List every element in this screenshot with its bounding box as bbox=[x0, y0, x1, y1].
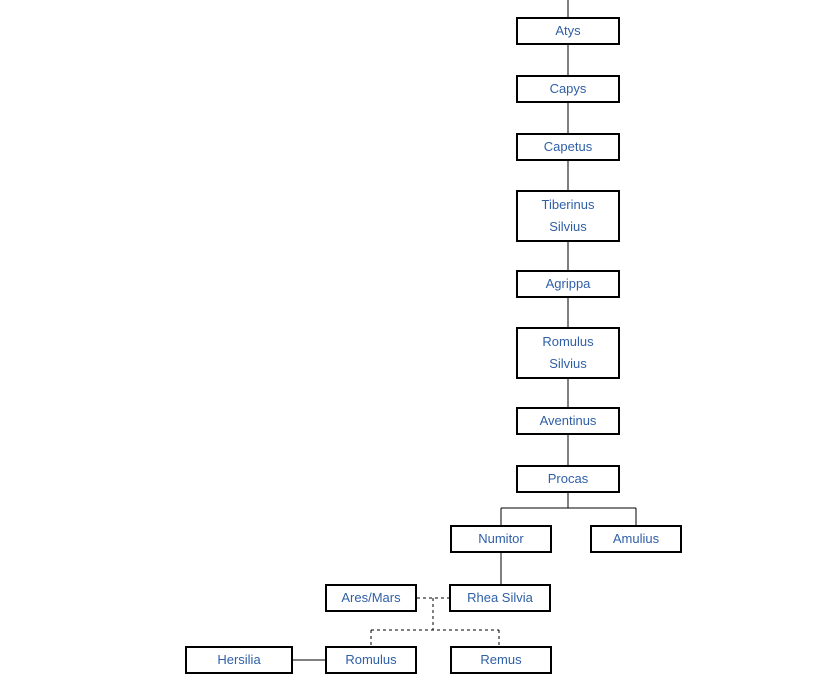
node-atys-label[interactable]: Atys bbox=[555, 23, 581, 38]
node-aventinus-label[interactable]: Aventinus bbox=[539, 413, 597, 428]
node-aventinus[interactable]: Aventinus bbox=[516, 407, 620, 435]
node-tiberinus-silvius[interactable]: Tiberinus Silvius bbox=[516, 190, 620, 242]
node-hersilia-label[interactable]: Hersilia bbox=[217, 652, 261, 667]
node-ares-mars[interactable]: Ares/Mars bbox=[325, 584, 417, 612]
node-capys[interactable]: Capys bbox=[516, 75, 620, 103]
node-hersilia[interactable]: Hersilia bbox=[185, 646, 293, 674]
node-romulus-silvius-label[interactable]: Romulus Silvius bbox=[542, 334, 594, 371]
node-amulius[interactable]: Amulius bbox=[590, 525, 682, 553]
node-romulus-silvius[interactable]: Romulus Silvius bbox=[516, 327, 620, 379]
node-numitor[interactable]: Numitor bbox=[450, 525, 552, 553]
node-remus[interactable]: Remus bbox=[450, 646, 552, 674]
node-amulius-label[interactable]: Amulius bbox=[612, 531, 660, 546]
node-remus-label[interactable]: Remus bbox=[480, 652, 522, 667]
node-rhea-silvia[interactable]: Rhea Silvia bbox=[449, 584, 551, 612]
node-romulus-label[interactable]: Romulus bbox=[345, 652, 397, 667]
node-rhea-silvia-label[interactable]: Rhea Silvia bbox=[467, 590, 533, 605]
node-capetus-label[interactable]: Capetus bbox=[543, 139, 593, 154]
node-agrippa[interactable]: Agrippa bbox=[516, 270, 620, 298]
node-ares-mars-label[interactable]: Ares/Mars bbox=[341, 590, 401, 605]
node-numitor-label[interactable]: Numitor bbox=[478, 531, 524, 546]
node-capetus[interactable]: Capetus bbox=[516, 133, 620, 161]
node-tiberinus-silvius-label[interactable]: Tiberinus Silvius bbox=[541, 197, 595, 234]
node-romulus[interactable]: Romulus bbox=[325, 646, 417, 674]
node-procas[interactable]: Procas bbox=[516, 465, 620, 493]
node-procas-label[interactable]: Procas bbox=[547, 471, 589, 486]
node-capys-label[interactable]: Capys bbox=[549, 81, 587, 96]
node-atys[interactable]: Atys bbox=[516, 17, 620, 45]
node-agrippa-label[interactable]: Agrippa bbox=[545, 276, 591, 291]
